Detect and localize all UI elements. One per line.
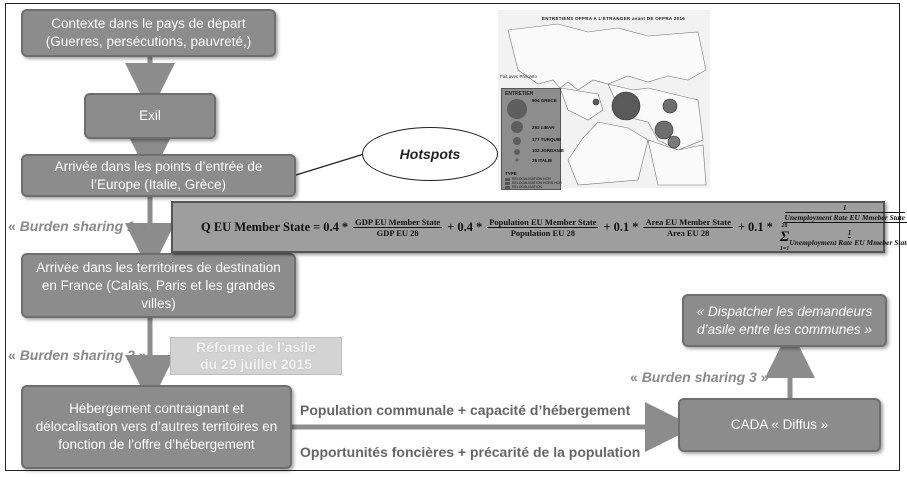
- hotspots-bubble: Hotspots: [362, 127, 498, 181]
- ofpra-interviews-map: ENTRETIENS OFPRA A L’ETRANGER avant DE O…: [498, 10, 710, 190]
- burden-sharing-3-label: « Burden sharing 3 »: [630, 369, 769, 385]
- legend-item: 177 TURQUIE: [532, 137, 562, 142]
- formula-lhs: Q EU Member State: [201, 219, 311, 234]
- diagram-frame: [5, 3, 900, 471]
- context-box: Contexte dans le pays de départ (Guerres…: [21, 9, 276, 57]
- legend-item: 102 JORDANIE: [532, 148, 565, 153]
- context-label: Contexte dans le pays de départ (Guerres…: [45, 16, 252, 49]
- fraction-unemployment: 1 Unemployment Rate EU Mmeber State 28 Σ…: [779, 202, 907, 252]
- reforme-asile-box: Réforme de l’asile du 29 juillet 2015: [170, 337, 342, 375]
- map-outline: [507, 23, 707, 186]
- bubble-liban: [654, 120, 674, 140]
- hotspots-connector: [295, 153, 365, 176]
- legend-item: 293 LIBAN: [532, 125, 555, 130]
- legend-type-label: TYPE: [505, 171, 517, 176]
- legend-item: 904 GRECE: [532, 98, 557, 103]
- bubble-jordanie: [667, 135, 681, 149]
- hotspots-label: Hotspots: [399, 146, 461, 162]
- exil-label: Exil: [139, 108, 161, 123]
- arrivee-europe-box: Arrivée dans les points d’entrée de l’Eu…: [21, 154, 296, 197]
- burden-sharing-2-label: « Burden sharing 2 »: [8, 347, 147, 363]
- cada-box: CADA « Diffus »: [678, 398, 881, 452]
- reforme-label: Réforme de l’asile du 29 juillet 2015: [196, 339, 316, 372]
- exil-box: Exil: [84, 93, 216, 139]
- map-subtitle: Fait avec Philcarto: [500, 74, 538, 79]
- burden-sharing-formula: Q EU Member State = 0.4* GDP EU Member S…: [171, 201, 907, 253]
- connector-bottom-label: Opportunités foncières + précarité de la…: [300, 444, 641, 460]
- map-title: ENTRETIENS OFPRA A L’ETRANGER avant DE O…: [542, 16, 686, 21]
- bubble-grece: [611, 91, 641, 121]
- bubble-turquie: [662, 98, 678, 114]
- legend-circles: [507, 99, 527, 162]
- legend-type-item: RELOCALISATION: [512, 185, 543, 189]
- legend-item: 25 ITALIE: [532, 158, 553, 163]
- hebergement-label: Hébergement contraignant et délocalisati…: [35, 401, 278, 452]
- arrivee-europe-label: Arrivée dans les points d’entrée de l’Eu…: [54, 158, 263, 192]
- cada-label: CADA « Diffus »: [730, 417, 829, 432]
- burden-sharing-1-label: « Burden sharing 1 »: [8, 218, 147, 234]
- arrivee-france-box: Arrivée dans les territoires de destinat…: [21, 253, 296, 318]
- dispatcher-label: « Dispatcher les demandeurs d’asile entr…: [696, 303, 873, 337]
- legend-type-item: RELOCALISATION HCR: [512, 177, 551, 181]
- legend-type-item: RELOCALISATION HORS HCR: [512, 181, 562, 185]
- bubble-italie: [592, 98, 600, 106]
- map-legend: ENTRETIEN 904 GRECE 293 LIBAN 177 TURQUI…: [501, 88, 565, 190]
- hebergement-box: Hébergement contraignant et délocalisati…: [21, 385, 292, 469]
- dispatcher-box: « Dispatcher les demandeurs d’asile entr…: [682, 294, 887, 347]
- arrivee-france-label: Arrivée dans les territoires de destinat…: [36, 259, 281, 311]
- connector-top-label: Population communale + capacité d’héberg…: [300, 402, 631, 418]
